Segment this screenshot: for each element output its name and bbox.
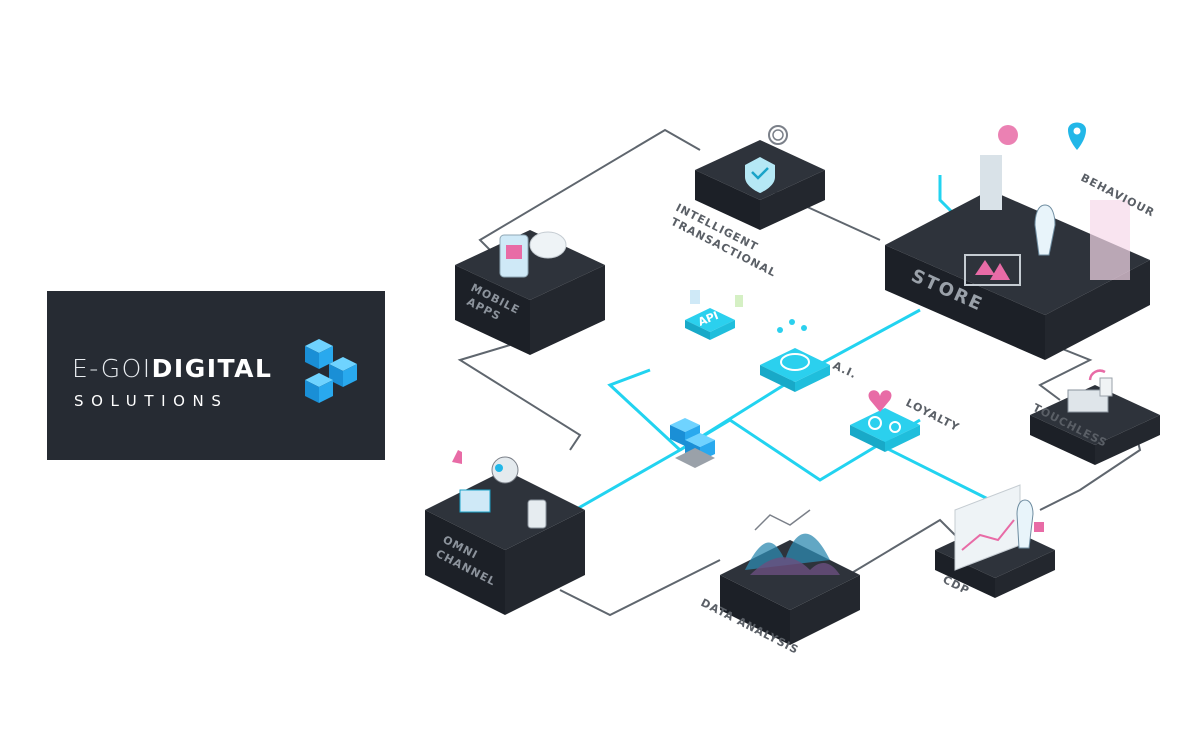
logo-part2: DIGITAL (151, 354, 273, 383)
ecosystem-diagram: INTELLIGENT TRANSACTIONAL MOBILE APPS ST… (425, 122, 1160, 657)
loyalty-node: LOYALTY (850, 390, 962, 452)
ai-node: A.I. (760, 319, 859, 392)
logo-subtitle: SOLUTIONS (74, 392, 229, 410)
brain-icon (780, 353, 810, 371)
thumbs-up-icon (452, 450, 462, 464)
robot-icon (491, 456, 519, 484)
location-pin-icon (1068, 122, 1086, 150)
shopper-figure (1034, 204, 1056, 256)
stacked-cubes-icon (305, 339, 357, 403)
label-ai: A.I. (831, 359, 859, 381)
mobile-apps-block: MOBILE APPS (455, 230, 605, 355)
heart-icon (868, 390, 892, 412)
omni-channel-block: OMNI CHANNEL (425, 450, 585, 615)
cloud-icon (529, 231, 567, 259)
data-analysis-block: DATA ANALYSIS (699, 509, 860, 657)
envelope-icon (459, 489, 491, 513)
store-block: STORE BEHAVIOUR (885, 122, 1157, 360)
kiosk-icon (980, 155, 1002, 210)
gear-icon (868, 416, 882, 430)
card-terminal-icon (1067, 389, 1109, 413)
person-figure (1016, 499, 1034, 549)
intelligent-transactional-block: INTELLIGENT TRANSACTIONAL (669, 125, 825, 280)
cdp-block: CDP (935, 484, 1055, 598)
area-chart-icon (745, 533, 830, 570)
api-node: API (685, 290, 743, 340)
hub-cubes (670, 418, 715, 468)
fingerprint-icon (768, 125, 788, 145)
brand-logo: E-GOIDIGITAL SOLUTIONS (47, 291, 385, 460)
logo-part1: E-GOI (72, 354, 152, 383)
logo-wordmark: E-GOIDIGITAL (72, 354, 272, 383)
